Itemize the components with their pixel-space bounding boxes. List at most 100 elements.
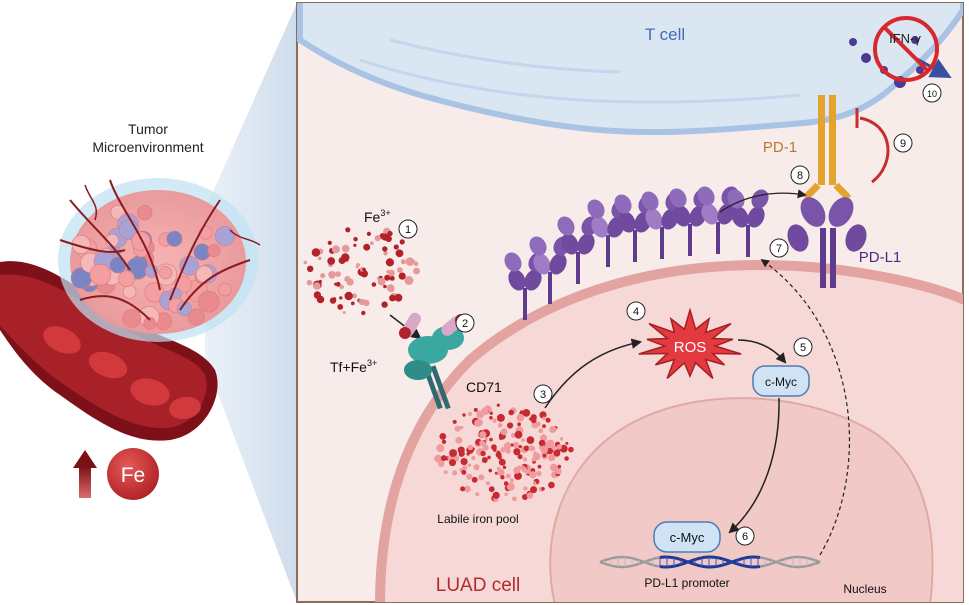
iron-particle xyxy=(462,413,466,417)
pdl1-promoter-dna xyxy=(599,555,821,569)
red-blood-cell xyxy=(130,378,170,406)
iron-particle xyxy=(526,436,535,444)
iron-particle xyxy=(513,441,520,449)
iron-particle xyxy=(496,403,500,407)
fe-ion xyxy=(383,284,387,289)
tumor-cell xyxy=(218,282,232,297)
fe-ion xyxy=(311,248,321,257)
iron-particle xyxy=(466,452,470,456)
fe-ion xyxy=(397,267,403,273)
fe-ion xyxy=(327,257,336,265)
fe-ion xyxy=(353,243,357,247)
iron-particle xyxy=(499,436,503,440)
iron-particle xyxy=(492,418,497,423)
fe-ion xyxy=(362,267,366,272)
fe-ion xyxy=(327,240,332,245)
tumor-cell xyxy=(122,309,142,328)
tumor-cell xyxy=(143,316,156,330)
iron-particle xyxy=(535,470,542,477)
iron-particle xyxy=(485,481,490,486)
iron-particle xyxy=(498,458,506,466)
iron-particle xyxy=(542,424,546,428)
iron-particle xyxy=(521,466,528,473)
step-marker-8: 8 xyxy=(790,165,810,185)
iron-particle xyxy=(500,475,505,480)
nucleus-body xyxy=(549,397,934,602)
fe-ion xyxy=(352,293,357,299)
fe-ion xyxy=(307,265,314,272)
iron-particle xyxy=(479,431,487,439)
luad-cell-membrane xyxy=(375,259,963,602)
ifn-gamma-label: IFN-γ xyxy=(889,31,921,46)
step-marker-7: 7 xyxy=(769,238,789,258)
fe-ion xyxy=(361,310,366,316)
pdl1-protein xyxy=(557,216,599,284)
iron-particle xyxy=(548,454,556,462)
tumor-cell xyxy=(118,270,135,288)
iron-particle xyxy=(488,468,493,473)
iron-particle xyxy=(509,478,514,483)
iron-particle xyxy=(496,450,501,455)
t-cell-body xyxy=(297,3,963,136)
iron-particle xyxy=(506,482,515,491)
iron-particle xyxy=(439,433,447,440)
iron-particle xyxy=(434,454,442,463)
iron-particle xyxy=(559,437,564,441)
iron-particle xyxy=(475,492,480,497)
blood-vessel xyxy=(0,261,218,441)
svg-text:4: 4 xyxy=(633,306,639,318)
iron-particle xyxy=(522,409,531,417)
iron-particle xyxy=(537,464,542,469)
step-marker-9: 9 xyxy=(893,133,913,153)
iron-particle xyxy=(459,425,464,430)
iron-particle xyxy=(547,439,555,447)
fe-ion xyxy=(404,276,414,285)
iron-particle xyxy=(510,443,514,447)
fe-ion xyxy=(342,311,346,314)
cmyc-bottom-box xyxy=(653,521,721,553)
svg-text:7: 7 xyxy=(776,243,782,255)
iron-particle xyxy=(523,445,530,452)
cd71-receptor xyxy=(399,312,467,410)
iron-particle xyxy=(504,492,508,497)
pdl1-promoter-label: PD-L1 promoter xyxy=(644,576,729,590)
tumor-cell xyxy=(199,226,213,240)
step-marker-6: 6 xyxy=(735,526,755,546)
fe-ion xyxy=(370,241,374,245)
fe-ion xyxy=(329,297,337,304)
fe3-label: Fe3+ xyxy=(364,208,391,225)
fe-ion xyxy=(341,253,350,262)
iron-particle xyxy=(461,469,467,475)
fe-ion xyxy=(353,237,358,242)
fe-ion xyxy=(356,263,360,267)
tumor-cell xyxy=(158,265,173,280)
fe-ion xyxy=(395,249,404,258)
iron-particle xyxy=(478,474,485,481)
tf-fe3-label: Tf+Fe3+ xyxy=(330,358,377,375)
iron-particle xyxy=(440,455,447,462)
iron-particle xyxy=(460,458,468,466)
iron-particle xyxy=(489,416,493,420)
fe-ion xyxy=(385,258,394,267)
tumor-cell xyxy=(122,285,137,299)
fe-badge xyxy=(107,448,159,500)
tumor-cell xyxy=(137,205,153,221)
fe-ion xyxy=(374,235,381,242)
tme-title-line2: Microenvironment xyxy=(92,139,203,155)
tumor-cell xyxy=(195,265,213,283)
fe-ion xyxy=(382,246,388,252)
iron-particle xyxy=(555,468,562,475)
iron-particle xyxy=(538,428,544,434)
fe3-cloud xyxy=(303,227,420,316)
iron-particle xyxy=(520,410,524,414)
fe-ion xyxy=(346,278,354,286)
svg-text:3: 3 xyxy=(540,389,546,401)
cd71-label: CD71 xyxy=(466,379,502,395)
fe-ion xyxy=(405,257,415,266)
iron-particle xyxy=(516,465,522,471)
iron-particle xyxy=(542,416,546,420)
svg-text:8: 8 xyxy=(797,170,803,182)
pd1-label: PD-1 xyxy=(763,139,797,156)
fe-ion xyxy=(386,269,391,274)
